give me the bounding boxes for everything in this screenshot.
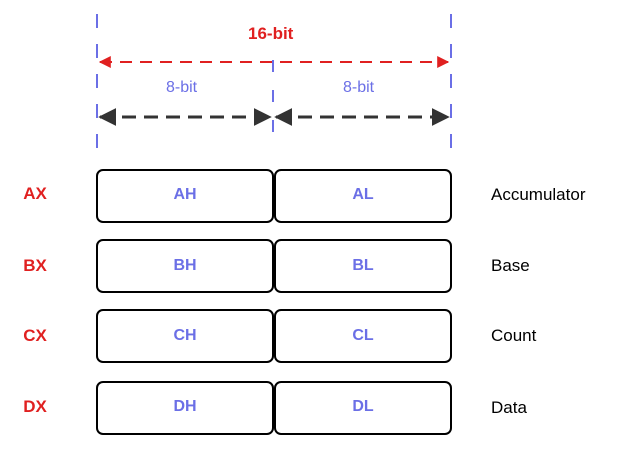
register-box-cx-high (96, 309, 274, 363)
register-name-ax: AX (23, 184, 47, 203)
register-box-dx-high (96, 381, 274, 435)
register-box-bx-low (274, 239, 452, 293)
register-box-dx-low (274, 381, 452, 435)
register-low-dx: DL (352, 398, 374, 415)
register-desc-ax: Accumulator (491, 185, 586, 204)
width-label-8bit-right: 8-bit (343, 79, 375, 96)
register-desc-cx: Count (491, 326, 537, 345)
register-high-cx: CH (173, 327, 197, 344)
register-high-dx: DH (173, 398, 197, 415)
register-desc-dx: Data (491, 398, 527, 417)
register-box-ax-high (96, 169, 274, 223)
register-low-cx: CL (352, 327, 374, 344)
register-high-ax: AH (173, 186, 197, 203)
register-high-bx: BH (173, 257, 197, 274)
register-box-ax-low (274, 169, 452, 223)
register-desc-bx: Base (491, 256, 530, 275)
register-name-dx: DX (23, 397, 47, 416)
register-box-bx-high (96, 239, 274, 293)
width-label-8bit-left: 8-bit (166, 79, 198, 96)
register-low-bx: BL (352, 257, 374, 274)
register-low-ax: AL (352, 186, 374, 203)
register-name-cx: CX (23, 326, 47, 345)
register-box-cx-low (274, 309, 452, 363)
width-label-16bit: 16-bit (248, 24, 294, 43)
register-name-bx: BX (23, 256, 47, 275)
